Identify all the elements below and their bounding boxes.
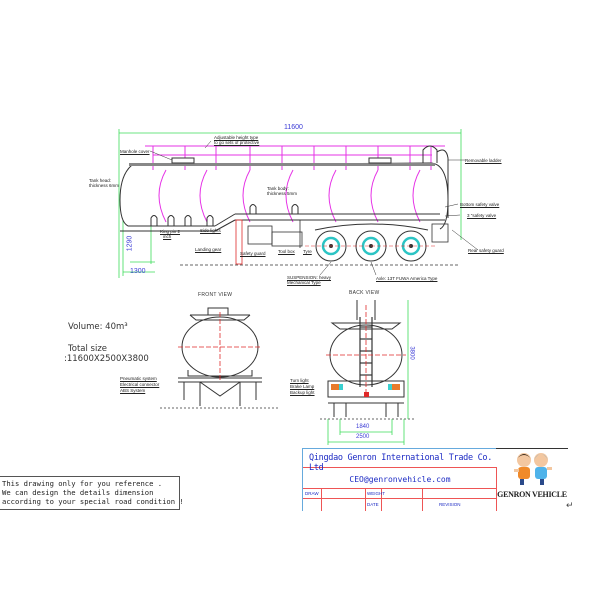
- tank-body: [119, 145, 449, 232]
- label-abs-system: ABS System: [120, 388, 146, 393]
- label-king-pin-2: inch: [163, 234, 172, 239]
- volume-spec: Volume: 40m³: [68, 322, 128, 332]
- date-label: DATE: [367, 502, 379, 507]
- label-safety-guard: Safety guard: [240, 251, 266, 256]
- label-removable-ladder: Removable ladder: [465, 158, 502, 163]
- title-row-divider: [303, 467, 497, 468]
- label-landing-gear: Landing gear: [195, 247, 222, 252]
- label-electrical-connector: Electrical connector: [120, 382, 160, 387]
- col-divider-5: [496, 467, 497, 511]
- logo-text: GENRON VEHICLE: [497, 490, 567, 499]
- label-tank-head-2: thickness 6mm: [89, 183, 120, 188]
- reference-note: This drawing only for you reference . We…: [0, 476, 184, 510]
- draw-row-divider: [303, 498, 497, 499]
- label-tank-body-2: thickness 5mm: [267, 191, 298, 196]
- company-email: CEO@genronvehicle.com: [349, 475, 451, 484]
- overall-length-dimension: 11600: [284, 124, 303, 131]
- label-side-lights: Side lights: [200, 228, 221, 233]
- label-tank-body: Tank body:: [267, 186, 289, 191]
- label-suspension-2: Mechanical Type: [287, 280, 321, 285]
- label-adjustable-rail: Adjustable height type: [214, 135, 259, 140]
- front-view-drawing: [160, 307, 280, 409]
- paragraph-return-mark: ↵: [566, 500, 574, 510]
- draw-label: DRAW: [305, 491, 319, 496]
- protective-rail: [145, 145, 445, 223]
- note-line-2: We can design the details dimension: [2, 488, 154, 497]
- length-dimension: [118, 129, 462, 278]
- note-line-1: This drawing only for you reference .: [2, 479, 163, 488]
- label-axle: Axle: 13T FUWA America Type: [376, 276, 438, 281]
- company-name: Qingdao Genron International Trade Co. L…: [309, 453, 493, 473]
- label-adjustable-rail-2: to go sets of protective: [214, 140, 260, 145]
- label-suspension: SUSPENSION: heavy: [287, 275, 332, 280]
- label-brake-lamp: Brake Lamp: [290, 384, 315, 389]
- total-size-label: Total size: [68, 344, 108, 354]
- back-view-drawing: [320, 300, 415, 445]
- rear-height-dimension: 1290: [126, 235, 134, 252]
- col-divider-2: [365, 489, 366, 511]
- back-view-title: BACK VIEW: [349, 290, 380, 296]
- col-divider-4: [422, 489, 423, 511]
- wheels: [305, 223, 435, 262]
- label-tyre: Tyre: [303, 249, 312, 254]
- front-view-title: FRONT VIEW: [198, 292, 233, 298]
- label-turn-light: Turn light: [290, 378, 309, 383]
- label-backup-light: Backup light: [290, 390, 315, 395]
- label-tank-head: Tank head:: [89, 178, 112, 183]
- label-king-pin: King pin 2: [160, 229, 181, 234]
- track-dimension: 1840: [356, 424, 370, 430]
- label-tool-box: Tool box: [278, 249, 295, 254]
- label-bottom-safety-valve: Bottom safety valve: [460, 202, 500, 207]
- total-size-value: :11600X2500X3800: [64, 354, 149, 364]
- label-pneumatic-system: Pneumatic system: [120, 376, 157, 381]
- label-rear-safety-guard: Rear safety guard: [468, 248, 504, 253]
- mascot-icon: [514, 453, 552, 485]
- back-height-dimension: 3800: [408, 346, 415, 360]
- label-manhole-cover: Manhole cover: [120, 149, 150, 154]
- genron-logo: GENRON VEHICLE: [496, 448, 568, 499]
- title-block: Qingdao Genron International Trade Co. L…: [302, 448, 497, 511]
- revision-label: REVISION: [439, 502, 461, 507]
- chassis: [235, 219, 449, 265]
- weight-label: WEIGHT: [367, 491, 385, 496]
- label-3in-safety-valve: 3 "safety valve: [467, 213, 497, 218]
- width-dimension: 2500: [356, 434, 370, 440]
- col-divider-1: [321, 489, 322, 511]
- front-overhang-dimension: 1300: [130, 268, 146, 275]
- col-divider-3: [381, 489, 382, 511]
- email-row-divider: [303, 488, 497, 489]
- note-line-3: according to your special road condition…: [2, 497, 184, 506]
